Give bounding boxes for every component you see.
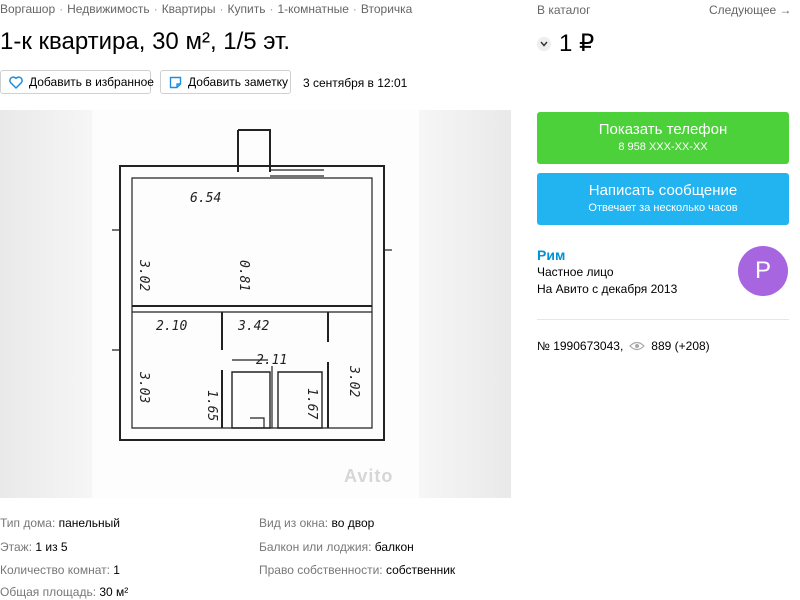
next-listing-link[interactable]: Следующее → [709, 3, 792, 17]
views-count: 889 (+208) [651, 339, 710, 353]
param-total-area: Общая площадь: 30 м² [0, 585, 128, 599]
eye-icon [629, 341, 646, 351]
plan-label: 0.81 [236, 260, 251, 291]
floor-plan-image: 6.54 0.81 3.02 2.10 3.42 2.11 3.03 1.65 … [92, 110, 419, 498]
divider [537, 319, 789, 320]
avatar[interactable]: Р [738, 246, 788, 296]
param-value: 30 м² [99, 585, 129, 599]
plan-label: 3.42 [237, 319, 269, 334]
heart-icon [9, 75, 23, 89]
param-value: панельный [58, 516, 120, 530]
param-value: во двор [331, 516, 375, 530]
breadcrumb-separator: · [269, 2, 274, 16]
phone-number-masked: 8 958 XXX-XX-XX [618, 141, 708, 153]
seller-since: На Авито с декабря 2013 [537, 282, 678, 296]
breadcrumb-separator: · [352, 2, 357, 16]
breadcrumb-item-vorgashor[interactable]: Воргашор [0, 2, 56, 16]
param-value: 1 [113, 563, 120, 577]
price: 1 ₽ [537, 29, 594, 58]
breadcrumb: Воргашор·Недвижимость·Квартиры·Купить·1-… [0, 2, 412, 16]
catalog-link[interactable]: В каталог [537, 3, 591, 17]
plan-label: 3.02 [346, 365, 361, 397]
chevron-down-icon[interactable] [537, 36, 551, 51]
param-floor: Этаж: 1 из 5 [0, 540, 68, 554]
note-icon [169, 76, 182, 89]
price-value: 1 ₽ [559, 30, 595, 57]
plan-label: 2.10 [156, 319, 187, 334]
breadcrumb-item-buy[interactable]: Купить [227, 2, 266, 16]
breadcrumb-item-realty[interactable]: Недвижимость [67, 2, 150, 16]
show-phone-label: Показать телефон [598, 121, 728, 138]
photo-gallery[interactable]: 6.54 0.81 3.02 2.10 3.42 2.11 3.03 1.65 … [0, 110, 511, 498]
param-key: Общая площадь: [0, 585, 97, 599]
add-to-favorites-button[interactable]: Добавить в избранное [0, 70, 154, 94]
seller-name-link[interactable]: Рим [537, 247, 566, 263]
breadcrumb-item-apartments[interactable]: Квартиры [161, 2, 216, 16]
param-key: Этаж: [0, 540, 33, 554]
add-note-button[interactable]: Добавить заметку [160, 70, 291, 94]
breadcrumb-item-one-room[interactable]: 1-комнатные [277, 2, 349, 16]
breadcrumb-separator: · [59, 2, 64, 16]
plan-label: 2.11 [256, 353, 287, 368]
param-value: 1 из 5 [35, 540, 68, 554]
param-house-type: Тип дома: панельный [0, 516, 120, 530]
breadcrumb-item-secondary[interactable]: Вторичка [360, 2, 413, 16]
watermark-logo: Avito [344, 466, 394, 486]
show-phone-button[interactable]: Показать телефон 8 958 XXX-XX-XX [537, 112, 789, 164]
response-time: Отвечает за несколько часов [588, 202, 738, 214]
param-window-view: Вид из окна: во двор [259, 516, 374, 530]
add-note-label: Добавить заметку [188, 75, 288, 89]
param-rooms: Количество комнат: 1 [0, 563, 120, 577]
seller-type: Частное лицо [537, 265, 614, 279]
param-key: Балкон или лоджия: [259, 540, 372, 554]
page-title: 1-к квартира, 30 м², 1/5 эт. [0, 28, 291, 55]
param-key: Количество комнат: [0, 563, 110, 577]
gallery-backdrop-left [0, 110, 92, 498]
plan-label: 6.54 [190, 191, 221, 206]
ad-number: № 1990673043, [537, 339, 624, 353]
breadcrumb-separator: · [219, 2, 224, 16]
gallery-backdrop-right [419, 110, 511, 498]
param-key: Тип дома: [0, 516, 56, 530]
breadcrumb-separator: · [153, 2, 158, 16]
floor-plan-drawing: 6.54 0.81 3.02 2.10 3.42 2.11 3.03 1.65 … [112, 129, 392, 441]
write-message-label: Написать сообщение [588, 182, 738, 199]
param-value: собственник [385, 563, 456, 577]
write-message-button[interactable]: Написать сообщение Отвечает за несколько… [537, 173, 789, 225]
param-key: Право собственности: [259, 563, 383, 577]
param-key: Вид из окна: [259, 516, 329, 530]
param-value: балкон [374, 540, 414, 554]
param-balcony: Балкон или лоджия: балкон [259, 540, 414, 554]
plan-label: 3.03 [136, 371, 151, 403]
ad-meta: № 1990673043, 889 (+208) [537, 339, 710, 353]
add-to-favorites-label: Добавить в избранное [29, 75, 154, 89]
plan-label: 3.02 [136, 259, 151, 291]
plan-label: 1.65 [204, 390, 219, 421]
param-ownership: Право собственности: собственник [259, 563, 455, 577]
plan-label: 1.67 [304, 388, 319, 419]
posted-date: 3 сентября в 12:01 [303, 76, 408, 90]
